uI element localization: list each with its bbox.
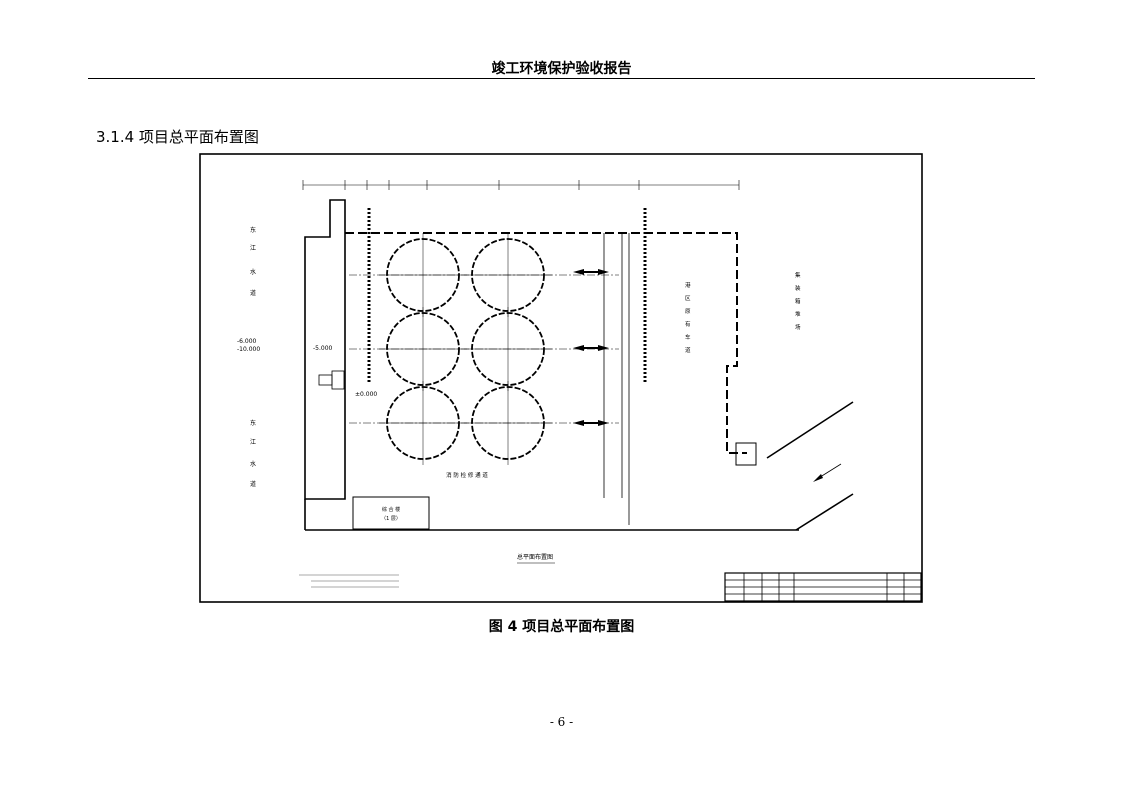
svg-text:江: 江 xyxy=(250,245,256,252)
svg-text:水: 水 xyxy=(250,268,256,276)
svg-text:场: 场 xyxy=(795,323,801,331)
page-number: - 6 - xyxy=(549,715,574,729)
header-rule xyxy=(88,78,1035,79)
gate-box xyxy=(735,442,757,466)
figure-caption: 图 4 项目总平面布置图 xyxy=(488,619,635,635)
plan-title: 总平面布置图 xyxy=(517,553,553,561)
level-label-2: -10.000 xyxy=(237,346,260,353)
svg-text:有: 有 xyxy=(685,320,691,328)
level-label-1: -6.000 xyxy=(237,338,257,345)
svg-text:水: 水 xyxy=(250,460,256,468)
site-plan-drawing: 综 合 楼 （1 层） 东 江 水 道 东 江 水 道 -6.000 -10.0… xyxy=(199,153,923,603)
right-vertical-lines xyxy=(603,233,630,525)
double-arrows xyxy=(573,269,609,426)
svg-text:道: 道 xyxy=(685,346,691,354)
level-label-4: ±0.000 xyxy=(355,391,377,398)
top-dimension-line xyxy=(302,180,740,190)
svg-text:集: 集 xyxy=(795,271,801,279)
page-header-title: 竣工环境保护验收报告 xyxy=(491,61,632,77)
fence-dashed-line xyxy=(345,232,747,454)
svg-text:区: 区 xyxy=(685,295,691,302)
svg-text:原: 原 xyxy=(685,308,691,315)
equipment-box xyxy=(331,370,345,390)
notes-lines xyxy=(299,574,399,588)
svg-text:箱: 箱 xyxy=(795,297,801,305)
left-label-bottom: 东 江 水 道 xyxy=(250,419,256,488)
section-heading: 3.1.4 项目总平面布置图 xyxy=(96,128,259,146)
driveway-label: 港 区 原 有 车 道 xyxy=(685,281,691,354)
entrance-road xyxy=(766,401,854,531)
left-label-top: 东 江 水 道 xyxy=(250,226,256,297)
svg-text:道: 道 xyxy=(250,289,256,297)
svg-text:装: 装 xyxy=(795,284,801,292)
drawing-frame xyxy=(199,153,923,603)
bottom-building-box xyxy=(352,496,430,530)
svg-text:车: 车 xyxy=(685,333,691,341)
fire-road-label: 消 防 检 修 通 道 xyxy=(446,471,488,479)
yard-label: 集 装 箱 堆 场 xyxy=(795,271,801,331)
level-label-3: -5.000 xyxy=(313,345,333,352)
svg-text:东: 东 xyxy=(250,419,256,427)
svg-text:堆: 堆 xyxy=(795,310,801,318)
title-block xyxy=(724,572,922,602)
bottom-box-sub: （1 层） xyxy=(381,516,401,522)
svg-text:道: 道 xyxy=(250,480,256,488)
bottom-box-label: 综 合 楼 xyxy=(382,506,400,513)
svg-text:江: 江 xyxy=(250,439,256,446)
svg-text:东: 东 xyxy=(250,226,256,234)
svg-text:港: 港 xyxy=(685,281,691,289)
